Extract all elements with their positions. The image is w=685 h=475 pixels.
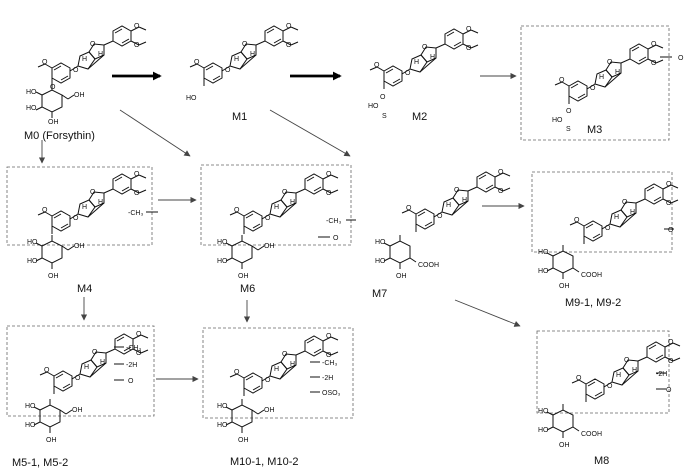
mod-m10-2: OSO₃ xyxy=(322,390,341,397)
box-m6 xyxy=(200,164,352,246)
label-m4: M4 xyxy=(77,283,92,295)
box-m8 xyxy=(536,330,670,414)
glucose-m4 xyxy=(35,234,75,270)
svg-text:HO: HO xyxy=(26,89,37,96)
svg-text:HO: HO xyxy=(538,408,549,415)
label-m2: M2 xyxy=(412,111,427,123)
glucose-m10 xyxy=(225,398,265,434)
svg-text:HO: HO xyxy=(26,105,37,112)
mod-m4-0: -CH₃ xyxy=(128,210,143,217)
label-m8: M8 xyxy=(594,455,609,467)
svg-text:OH: OH xyxy=(48,273,59,280)
arrow-m1-m7 xyxy=(269,109,351,157)
svg-text:OH: OH xyxy=(264,243,275,250)
svg-text:HO: HO xyxy=(375,258,386,265)
label-m5: M5-1, M5-2 xyxy=(12,457,68,469)
label-m7: M7 xyxy=(372,288,387,300)
svg-text:COOH: COOH xyxy=(418,262,439,269)
svg-text:S: S xyxy=(566,126,571,133)
box-m4 xyxy=(6,166,153,246)
svg-text:OH: OH xyxy=(72,407,83,414)
mod-m10-0: -CH₃ xyxy=(322,360,337,367)
svg-text:COOH: COOH xyxy=(581,272,602,279)
mod-m9-0: O xyxy=(668,227,674,234)
svg-text:COOH: COOH xyxy=(581,431,602,438)
structure-m2 xyxy=(369,26,479,90)
glucuronide-m9 xyxy=(546,244,580,280)
box-m3 xyxy=(520,25,670,141)
svg-text:OH: OH xyxy=(396,273,407,280)
svg-text:OH: OH xyxy=(559,442,570,449)
svg-text:O: O xyxy=(50,84,56,91)
svg-text:HO: HO xyxy=(368,103,379,110)
svg-text:HO: HO xyxy=(538,249,549,256)
arrow-m7-m8 xyxy=(454,299,521,327)
svg-text:HO: HO xyxy=(217,422,228,429)
glucose-m6 xyxy=(225,234,265,270)
label-m0: M0 (Forsythin) xyxy=(24,130,95,142)
mod-m8-0: -2H xyxy=(656,371,667,378)
svg-text:OH: OH xyxy=(238,437,249,444)
svg-text:OH: OH xyxy=(264,407,275,414)
svg-text:HO: HO xyxy=(217,239,228,246)
mod-m6-1: O xyxy=(333,235,339,242)
svg-text:OH: OH xyxy=(74,92,85,99)
svg-text:OH: OH xyxy=(46,437,57,444)
structure-m7 xyxy=(401,169,511,233)
svg-text:HO: HO xyxy=(186,95,197,102)
box-m5 xyxy=(6,325,155,417)
svg-text:O: O xyxy=(380,94,386,101)
svg-text:HO: HO xyxy=(375,239,386,246)
svg-text:OH: OH xyxy=(238,273,249,280)
svg-text:HO: HO xyxy=(27,258,38,265)
svg-text:HO: HO xyxy=(217,258,228,265)
label-m3: M3 xyxy=(587,124,602,136)
svg-text:OH: OH xyxy=(74,243,85,250)
mod-m6-0: -CH₃ xyxy=(326,218,341,225)
mod-m5-2: O xyxy=(128,378,134,385)
mod-m5-1: -2H xyxy=(126,362,137,369)
label-m9: M9-1, M9-2 xyxy=(565,297,621,309)
svg-text:HO: HO xyxy=(25,422,36,429)
glucuronide-m8 xyxy=(546,403,580,439)
box-m10 xyxy=(202,327,354,419)
mod-m3-0: O xyxy=(678,55,684,62)
svg-text:HO: HO xyxy=(27,239,38,246)
svg-text:HO: HO xyxy=(217,403,228,410)
svg-text:OH: OH xyxy=(48,119,59,126)
svg-text:HO: HO xyxy=(25,403,36,410)
structure-m4 xyxy=(37,171,147,235)
mod-m5-0: -CH₃ xyxy=(126,345,141,352)
structure-m6 xyxy=(229,171,339,235)
svg-text:S: S xyxy=(382,113,387,120)
structure-m9 xyxy=(569,181,679,245)
svg-text:HO: HO xyxy=(538,427,549,434)
box-m9 xyxy=(531,171,673,253)
structure-m3 xyxy=(554,41,664,105)
svg-text:O: O xyxy=(566,108,572,115)
svg-text:HO: HO xyxy=(538,268,549,275)
label-m1: M1 xyxy=(232,111,247,123)
structure-m1 xyxy=(189,23,299,87)
label-m10: M10-1, M10-2 xyxy=(230,456,298,468)
svg-text:HO: HO xyxy=(552,117,563,124)
glucuronide-m7 xyxy=(383,234,417,270)
arrow-m0-m6 xyxy=(119,109,191,157)
label-m6: M6 xyxy=(240,283,255,295)
mod-m10-1: -2H xyxy=(322,375,333,382)
svg-text:OH: OH xyxy=(559,283,570,290)
mod-m8-1: O xyxy=(666,387,672,394)
